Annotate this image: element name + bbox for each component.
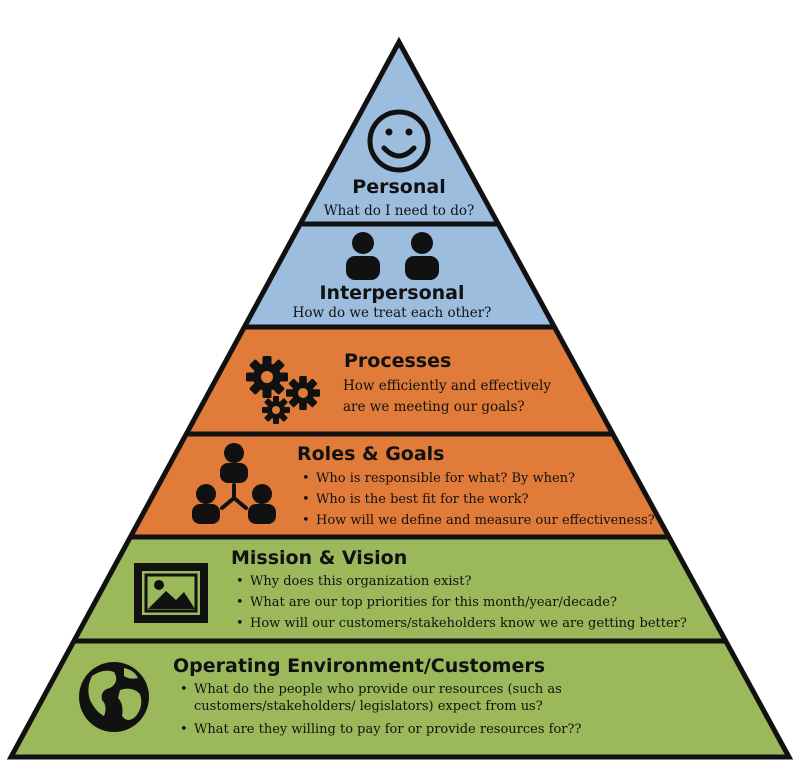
roles-goals-bullets: Who is responsible for what? By when? Wh…	[302, 468, 655, 531]
org-chart-people-icon	[192, 443, 276, 524]
list-item: How will our customers/stakeholders know…	[236, 613, 687, 634]
tier-interpersonal	[243, 224, 555, 327]
list-item: What do the people who provide our resou…	[180, 681, 725, 715]
personal-title: Personal	[352, 176, 446, 198]
list-item: Who is the best fit for the work?	[302, 489, 655, 510]
mission-vision-title: Mission & Vision	[231, 547, 408, 569]
tier-processes	[186, 327, 614, 434]
list-item: Why does this organization exist?	[236, 571, 687, 592]
smiley-face-icon	[367, 109, 431, 173]
two-people-icon	[346, 232, 439, 280]
processes-question-line-2: are we meeting our goals?	[343, 399, 525, 415]
operating-environment-title: Operating Environment/Customers	[173, 655, 546, 677]
globe-icon	[79, 662, 149, 732]
interpersonal-title: Interpersonal	[319, 282, 465, 304]
roles-goals-title: Roles & Goals	[297, 443, 445, 465]
list-item: What are they willing to pay for or prov…	[180, 719, 725, 740]
mission-vision-bullets: Why does this organization exist? What a…	[236, 571, 687, 634]
list-item: Who is responsible for what? By when?	[302, 468, 655, 489]
operating-environment-bullets: What do the people who provide our resou…	[180, 681, 725, 740]
processes-question-line-1: How efficiently and effectively	[343, 378, 551, 394]
interpersonal-question: How do we treat each other?	[292, 305, 492, 321]
processes-title: Processes	[344, 350, 452, 372]
list-item: How will we define and measure our effec…	[302, 510, 655, 531]
personal-question: What do I need to do?	[323, 203, 475, 219]
tier-personal	[300, 42, 498, 224]
gears-icon	[246, 356, 320, 424]
picture-frame-icon	[134, 563, 208, 623]
list-item: What are our top priorities for this mon…	[236, 592, 687, 613]
pyramid-outline	[6, 36, 794, 760]
